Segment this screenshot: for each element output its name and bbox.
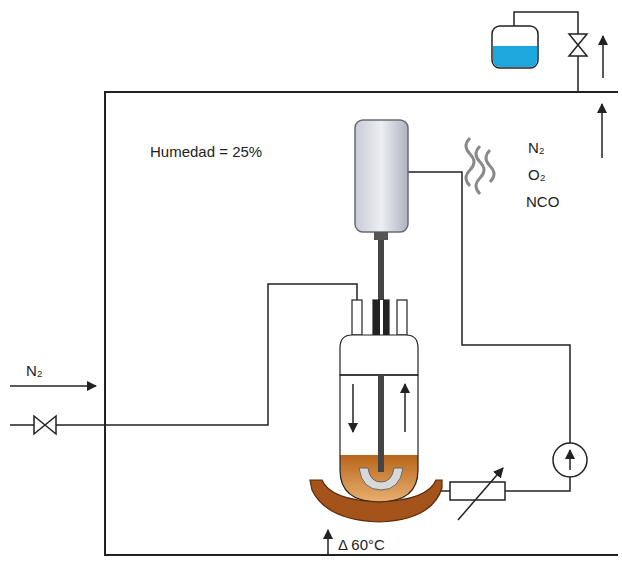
inlet-label: N₂	[26, 362, 43, 379]
enclosure	[105, 92, 618, 555]
current-source	[553, 443, 587, 477]
gas-label: O₂	[528, 166, 546, 183]
gas-arrow	[601, 104, 603, 158]
bubbler	[492, 12, 587, 92]
temperature-label: Δ 60°C	[338, 536, 385, 553]
flow-arrow	[404, 384, 406, 432]
valve-symbol	[34, 416, 56, 434]
gas-line	[10, 284, 357, 425]
current-source	[569, 450, 571, 470]
heating-mantle	[310, 480, 442, 522]
wire	[505, 477, 570, 491]
variable-resistor	[458, 468, 503, 520]
flow-arrow	[352, 384, 354, 432]
gas-label: NCO	[526, 193, 559, 210]
reactor-vessel	[340, 300, 418, 502]
stirrer-motor	[355, 120, 408, 232]
humidity-label: Humedad = 25%	[150, 143, 262, 160]
gas-label: N₂	[528, 139, 545, 156]
inlet-arrow	[10, 385, 96, 387]
wire	[408, 172, 570, 443]
exhaust-arrow	[602, 36, 604, 78]
gas-fumes	[466, 138, 494, 194]
motor-coupling	[374, 232, 388, 240]
heat-arrow	[327, 530, 329, 556]
